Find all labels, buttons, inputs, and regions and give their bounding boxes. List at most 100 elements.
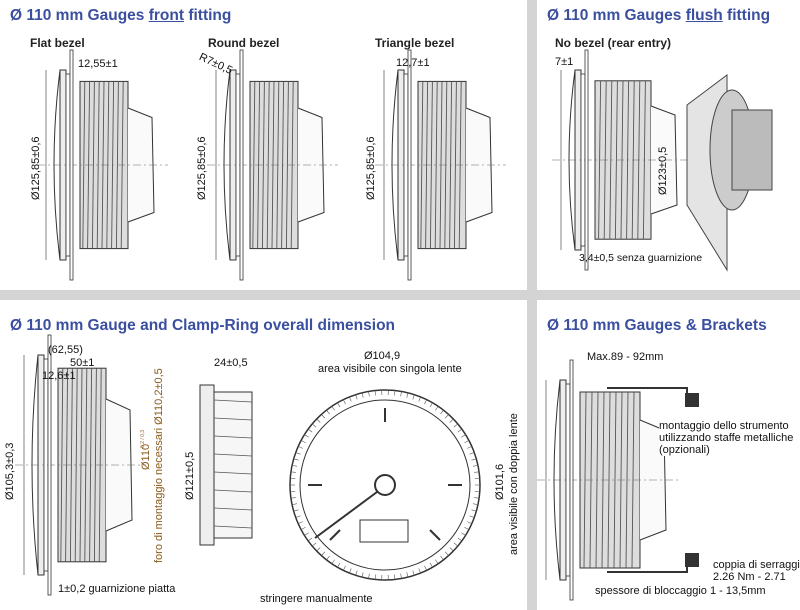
- needle: [314, 491, 378, 539]
- brackets-drawing: [537, 359, 699, 601]
- triangle-bezel-diameter: Ø125,85±0,6: [365, 136, 377, 200]
- front-fitting-title: Ø 110 mm Gauges front fitting: [10, 7, 232, 24]
- bezel-knurl: [349, 396, 352, 402]
- bezel-knurl: [429, 402, 433, 408]
- bezel-knurl: [429, 562, 433, 568]
- bezel-knurl: [316, 547, 321, 552]
- scale-mark: [429, 529, 441, 541]
- bezel-knurl: [361, 392, 364, 398]
- bezel-knurl: [471, 458, 477, 461]
- max-depth: Max.89 - 92mm: [587, 351, 664, 363]
- thread-line: [434, 81, 438, 249]
- bezel-knurl: [418, 396, 421, 402]
- thread-line: [266, 81, 270, 249]
- bezel-knurl: [472, 464, 478, 467]
- flush-fitting-drawing: [552, 49, 773, 272]
- bezel-knurl: [469, 452, 475, 455]
- bezel-knurl: [461, 532, 466, 536]
- bezel-knurl: [355, 394, 358, 400]
- bezel-knurl: [464, 526, 470, 530]
- thread-line: [420, 81, 424, 249]
- clamp-ring-rib: [213, 471, 253, 475]
- bezel-knurl: [440, 409, 444, 415]
- mounting-hole-note: foro di montaggio necessari Ø110,2±0,5: [153, 368, 165, 563]
- thread-line: [429, 81, 433, 249]
- lcd-display: [359, 519, 409, 543]
- bezel-knurl: [374, 574, 376, 580]
- overall-depth: (62,55): [48, 344, 83, 356]
- bezel-knurl: [337, 562, 341, 568]
- flat-bezel-diameter: Ø125,85±0,6: [30, 136, 42, 200]
- bracket-nut-bottom: [685, 553, 699, 567]
- bezel-knurl: [349, 568, 352, 574]
- panel-front-fitting: Ø 110 mm Gauges front fitting Flat bezel…: [0, 0, 527, 290]
- bezel-knurl: [374, 390, 376, 396]
- bezel-knurl: [292, 503, 298, 506]
- clamp-ring-rib: [213, 453, 253, 457]
- bezel-knurl: [464, 440, 470, 444]
- bracket-nut-top: [685, 393, 699, 407]
- bezel-knurl: [368, 391, 370, 397]
- bezel-knurl: [343, 399, 346, 405]
- bezel-knurl: [312, 542, 317, 547]
- panel-flush-fitting: Ø 110 mm Gauges flush fitting No bezel (…: [537, 0, 800, 290]
- round-bezel-diameter: Ø125,85±0,6: [196, 136, 208, 200]
- clamp-ring-body: [213, 391, 253, 539]
- bezel-knurl: [457, 428, 463, 433]
- needle-hub: [374, 474, 396, 496]
- bezel-knurl: [290, 497, 296, 499]
- thread-line: [609, 80, 613, 240]
- bezel-knurl: [469, 515, 475, 518]
- bezel-knurl: [312, 423, 317, 428]
- clamp-ring-rib: [213, 435, 253, 439]
- bezel-knurl: [304, 434, 309, 438]
- bezel-knurl: [355, 570, 358, 576]
- bezel-knurl: [321, 414, 326, 419]
- thread-line: [91, 81, 95, 249]
- bezel-knurl: [326, 555, 330, 561]
- bezel-knurl: [453, 542, 458, 547]
- bezel-knurl: [316, 418, 321, 423]
- bezel-knurl: [394, 390, 396, 396]
- body-depth: 50±1: [70, 357, 95, 369]
- bezel-knurl: [449, 547, 454, 552]
- bezel-knurl: [304, 532, 309, 536]
- bezel-knurl: [474, 471, 480, 473]
- bezel-diameter: Ø105,3±0,3: [4, 442, 16, 500]
- bezel-knurl: [295, 452, 301, 455]
- double-lens-note: area visibile con doppia lente: [508, 413, 520, 555]
- bezel-knurl: [298, 521, 303, 524]
- double-lens-diameter: Ø101,6: [494, 463, 506, 500]
- bezel-knurl: [418, 568, 421, 574]
- bezel-knurl: [337, 402, 341, 408]
- clamp-ring-rib: [213, 525, 253, 529]
- bezel-knurl: [331, 406, 335, 411]
- flat-bezel-label: Flat bezel: [30, 36, 85, 50]
- bezel-knurl: [424, 399, 427, 405]
- bezel-knurl: [453, 423, 458, 428]
- clamp-ring-title: Ø 110 mm Gauge and Clamp-Ring overall di…: [10, 317, 396, 334]
- flat-bezel-depth: 12,55±1: [78, 58, 118, 70]
- bezel-knurl: [461, 434, 466, 438]
- flush-gasket-note: 3,4±0,5 senza guarnizione: [579, 252, 703, 264]
- bezel-depth: 12,6±1: [42, 370, 76, 382]
- bezel-knurl: [406, 392, 409, 398]
- mounting-panel: [569, 359, 574, 601]
- bezel-knurl: [449, 418, 454, 423]
- bezel-knurl: [300, 526, 306, 530]
- clamp-ring-rib: [213, 489, 253, 493]
- clamp-ring-rib: [213, 399, 253, 403]
- clamp-ring-rib: [213, 507, 253, 511]
- bezel-knurl: [444, 551, 449, 556]
- bezel-knurl: [292, 464, 298, 467]
- bezel-knurl: [343, 565, 346, 571]
- no-bezel-label: No bezel (rear entry): [555, 36, 672, 50]
- bezel-knurl: [457, 537, 463, 542]
- bezel-knurl: [435, 406, 439, 411]
- panel-brackets: Ø 110 mm Gauges & Brackets Max.89 - 92mm…: [537, 300, 800, 610]
- bezel-knurl: [394, 574, 396, 580]
- gasket-note: 1±0,2 guarnizione piatta: [58, 583, 176, 595]
- thread-line: [60, 368, 64, 562]
- thread-line: [96, 81, 100, 249]
